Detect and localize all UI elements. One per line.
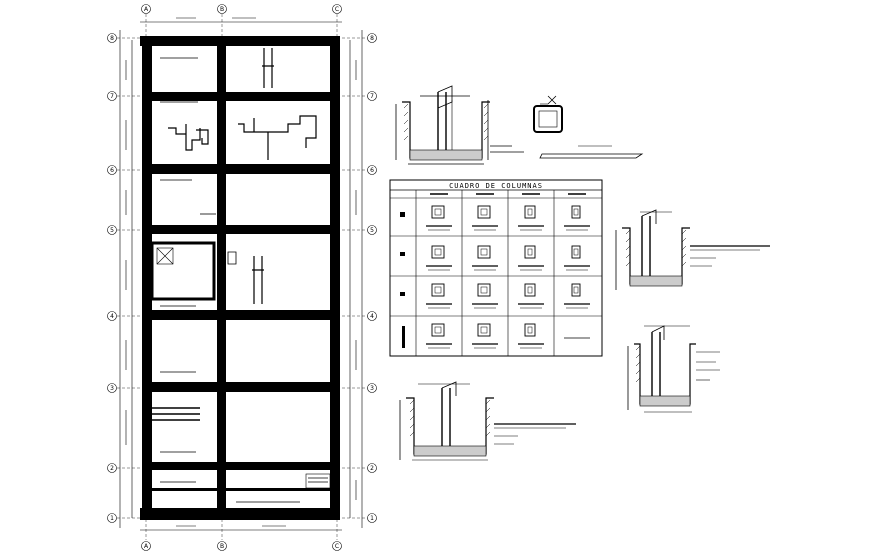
axis-1-left: 1 bbox=[110, 515, 114, 522]
column-schedule-table bbox=[389, 179, 603, 357]
axis-3-right: 3 bbox=[370, 385, 374, 392]
duct-details bbox=[150, 48, 317, 421]
axis-1-right: 1 bbox=[370, 515, 374, 522]
panel-labels bbox=[160, 57, 331, 503]
axis-letter-top bbox=[141, 4, 342, 551]
axis-2-right: 2 bbox=[370, 465, 374, 472]
table-row-labels bbox=[400, 212, 405, 348]
axis-7-left: 7 bbox=[110, 93, 114, 100]
footing-section-detail-3 bbox=[627, 325, 720, 413]
axis-a-top: A bbox=[144, 6, 149, 13]
column-schedule-title: CUADRO DE COLUMNAS bbox=[449, 182, 543, 190]
axis-b-top: B bbox=[220, 6, 224, 13]
footing-section-detail-2 bbox=[615, 209, 770, 290]
pit-box bbox=[150, 241, 216, 301]
dimension-frame bbox=[119, 21, 363, 531]
axis-c-bottom: C bbox=[335, 543, 339, 550]
column-section-symbol bbox=[533, 95, 644, 159]
dimension-ticks bbox=[125, 17, 357, 527]
axis-6-right: 6 bbox=[370, 167, 374, 174]
axis-5-right: 5 bbox=[370, 227, 374, 234]
foundation-plan bbox=[112, 14, 370, 540]
table-column-details bbox=[426, 205, 590, 349]
grid-axis-bubbles: A B C A B C 8 7 6 5 4 3 2 1 8 7 6 5 4 3 … bbox=[107, 4, 377, 551]
axis-a-bottom: A bbox=[144, 543, 149, 550]
axis-4-right: 4 bbox=[370, 313, 374, 320]
footing-section-detail-1 bbox=[395, 85, 524, 165]
axis-4-left: 4 bbox=[110, 313, 114, 320]
footing-section-detail-4 bbox=[399, 381, 576, 461]
axis-5-left: 5 bbox=[110, 227, 114, 234]
axis-number-circles bbox=[107, 33, 377, 523]
foundation-beams bbox=[140, 36, 340, 520]
axis-c-top: C bbox=[335, 6, 339, 13]
axis-7-right: 7 bbox=[370, 93, 374, 100]
axis-3-left: 3 bbox=[110, 385, 114, 392]
axis-8-left: 8 bbox=[110, 35, 114, 42]
axis-8-right: 8 bbox=[370, 35, 374, 42]
axis-b-bottom: B bbox=[220, 543, 224, 550]
axis-6-left: 6 bbox=[110, 167, 114, 174]
axis-2-left: 2 bbox=[110, 465, 114, 472]
